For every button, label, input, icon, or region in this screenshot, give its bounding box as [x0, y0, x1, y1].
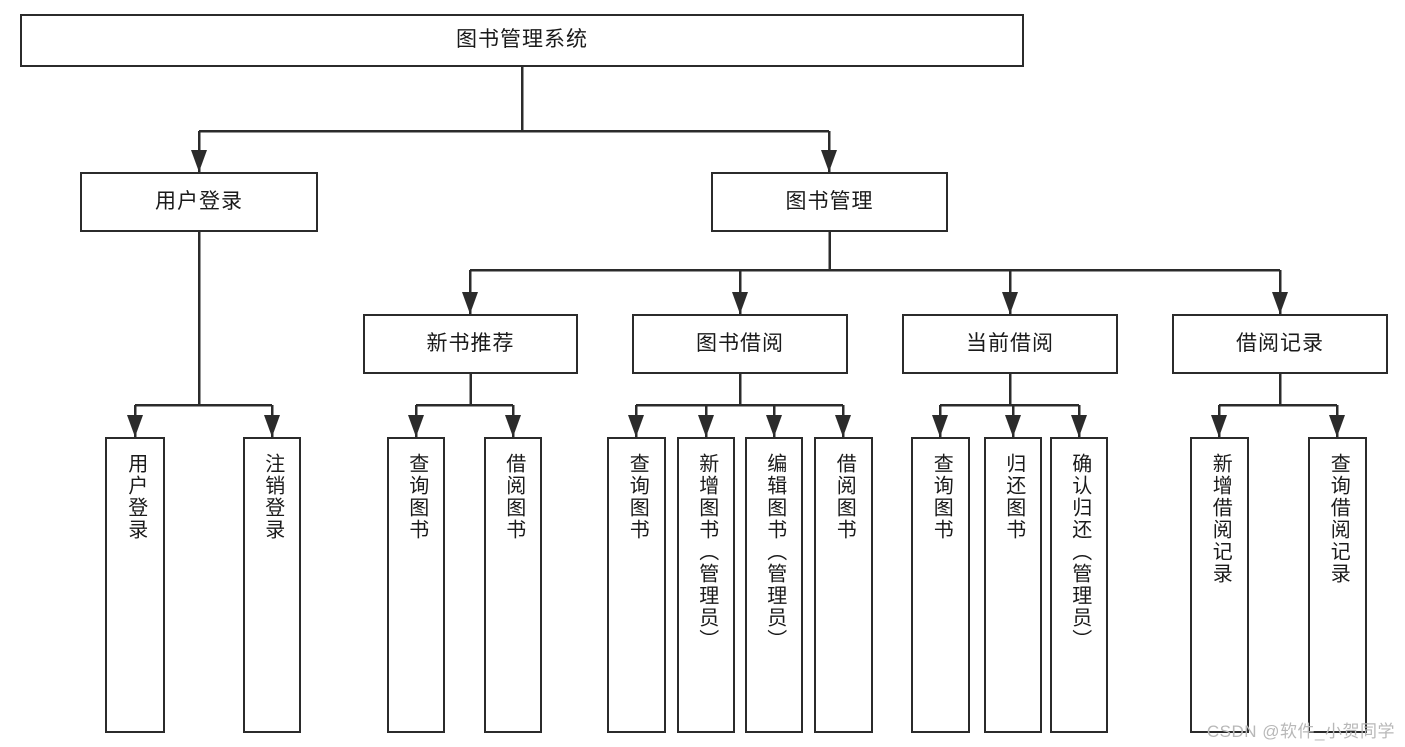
node-l4[interactable]: 借阅图书 [484, 437, 542, 733]
node-l2[interactable]: 注销登录 [243, 437, 301, 733]
node-l10[interactable]: 归还图书 [984, 437, 1042, 733]
node-label: 查询图书 [405, 453, 428, 541]
node-label: 查询借阅记录 [1327, 453, 1350, 585]
node-l8[interactable]: 借阅图书 [814, 437, 873, 733]
node-l11[interactable]: 确认归还（管理员） [1050, 437, 1108, 733]
node-l3[interactable]: 查询图书 [387, 437, 445, 733]
node-l6[interactable]: 新增图书（管理员） [677, 437, 735, 733]
node-label: 编辑图书（管理员） [763, 453, 786, 651]
node-borrow[interactable]: 图书借阅 [632, 314, 848, 374]
node-label: 图书管理系统 [456, 28, 588, 52]
node-label: 用户登录 [155, 189, 243, 213]
node-label: 用户登录 [124, 453, 147, 541]
node-l12[interactable]: 新增借阅记录 [1190, 437, 1249, 733]
node-records[interactable]: 借阅记录 [1172, 314, 1388, 374]
node-l7[interactable]: 编辑图书（管理员） [745, 437, 803, 733]
node-l1[interactable]: 用户登录 [105, 437, 165, 733]
node-label: 图书借阅 [696, 331, 784, 355]
node-label: 确认归还（管理员） [1068, 453, 1091, 651]
node-newrec[interactable]: 新书推荐 [363, 314, 578, 374]
node-login[interactable]: 用户登录 [80, 172, 318, 232]
node-label: 注销登录 [261, 453, 284, 541]
node-label: 新书推荐 [426, 331, 515, 355]
node-label: 借阅图书 [833, 453, 856, 541]
node-label: 新增借阅记录 [1209, 453, 1232, 585]
node-l13[interactable]: 查询借阅记录 [1308, 437, 1367, 733]
node-label: 查询图书 [930, 453, 953, 541]
watermark-label: CSDN @软件_小贺同学 [1206, 722, 1395, 741]
node-current[interactable]: 当前借阅 [902, 314, 1118, 374]
node-l9[interactable]: 查询图书 [911, 437, 970, 733]
node-label: 查询图书 [626, 453, 649, 541]
node-label: 借阅图书 [502, 453, 525, 541]
node-label: 新增图书（管理员） [695, 453, 718, 651]
node-l5[interactable]: 查询图书 [607, 437, 666, 733]
node-bookmgmt[interactable]: 图书管理 [711, 172, 948, 232]
node-label: 当前借阅 [966, 331, 1054, 355]
node-root[interactable]: 图书管理系统 [20, 14, 1024, 67]
node-label: 借阅记录 [1236, 331, 1324, 355]
node-label: 图书管理 [785, 189, 874, 213]
node-label: 归还图书 [1002, 453, 1025, 541]
